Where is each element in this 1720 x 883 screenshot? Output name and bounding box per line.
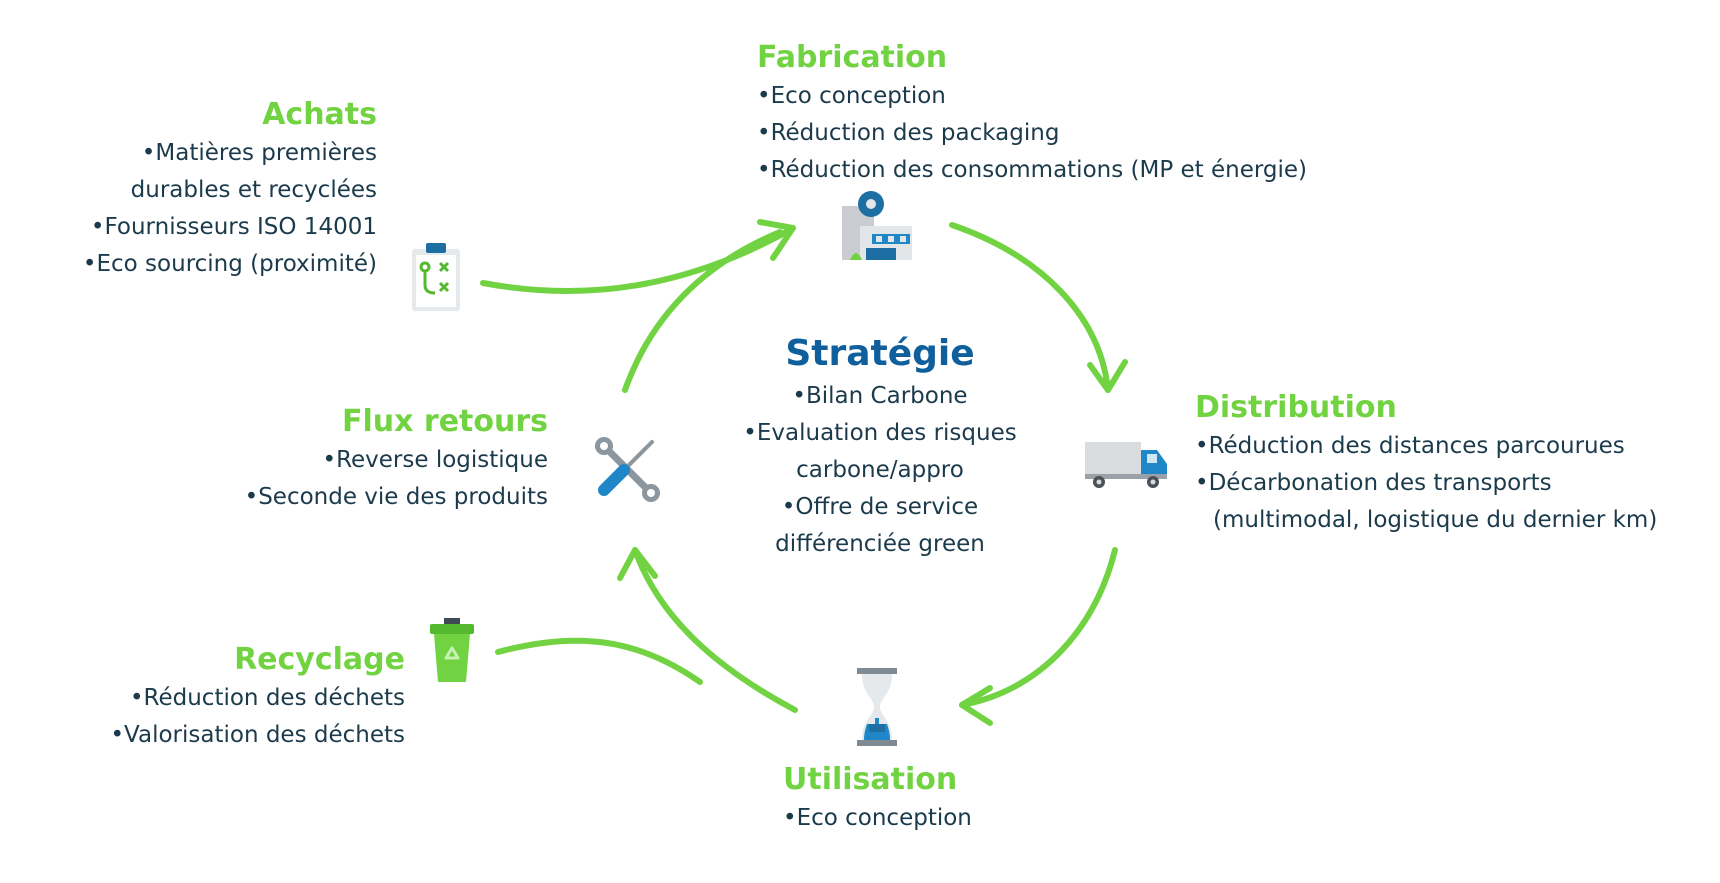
utilisation-block: Utilisation Eco conception [783,760,972,837]
flux-retours-list: Reverse logistique Seconde vie des produ… [245,442,548,516]
distribution-title: Distribution [1195,390,1397,425]
distribution-block: Distribution Réduction des distances par… [1195,388,1657,539]
achats-item: Fournisseurs ISO 14001 [83,209,378,246]
fabrication-block: Fabrication Eco conception Réduction des… [757,38,1307,189]
distribution-item: Réduction des distances parcourues [1195,428,1657,465]
truck-icon [1085,442,1167,488]
arrow-achats-to-fabrication [480,227,793,295]
achats-title: Achats [262,97,377,132]
achats-item: durables et recyclées [130,177,377,203]
distribution-item: (multimodal, logistique du dernier km) [1213,507,1658,533]
strategy-item: carbone/appro [796,457,964,483]
strategy-title: Stratégie [785,333,975,374]
tools-icon [595,437,660,502]
flux-retours-title: Flux retours [341,404,548,439]
arrowhead-utilisation [959,685,993,726]
flux-retours-item: Seconde vie des produits [245,479,548,516]
recycle-bin-icon [430,618,474,682]
clipboard-icon [412,243,460,311]
fabrication-item: Réduction des consommations (MP et énerg… [757,152,1307,189]
flux-retours-block: Flux retours Reverse logistique Seconde … [245,402,548,516]
fabrication-list: Eco conception Réduction des packaging R… [757,78,1307,189]
arrowhead-fabrication-1 [757,219,796,261]
distribution-list: Réduction des distances parcourues Décar… [1195,428,1658,539]
fabrication-title: Fabrication [757,40,948,75]
recyclage-list: Réduction des déchets Valorisation des d… [110,680,405,754]
recyclage-item: Valorisation des déchets [110,717,405,754]
recyclage-title: Recyclage [234,642,405,677]
arrow-fabrication-to-distribution [949,222,1111,393]
flux-retours-item: Reverse logistique [245,442,548,479]
arrow-utilisation-to-flux [632,547,798,713]
fabrication-item: Eco conception [757,78,1307,115]
strategy-item: Offre de service [700,489,1060,526]
strategy-item: Bilan Carbone [700,378,1060,415]
fabrication-item: Réduction des packaging [757,115,1307,152]
recyclage-item: Réduction des déchets [110,680,405,717]
distribution-item: Décarbonation des transports [1195,465,1657,502]
strategy-item: différenciée green [775,531,985,557]
utilisation-title: Utilisation [783,762,958,797]
arrow-flux-to-fabrication [622,229,783,393]
strategy-item: Evaluation des risques [700,415,1060,452]
strategy-list: Bilan Carbone Evaluation des risques car… [700,378,1060,563]
recyclage-block: Recyclage Réduction des déchets Valorisa… [110,640,405,754]
achats-block: Achats Matières premières durables et re… [83,95,378,283]
arrow-recyclage-to-flux [495,637,703,685]
factory-icon [842,191,912,260]
hourglass-icon [857,668,897,746]
utilisation-item: Eco conception [783,800,972,837]
achats-list: Matières premières durables et recyclées… [83,135,378,283]
achats-item: Eco sourcing (proximité) [83,246,378,283]
arrowhead-distribution [1087,359,1128,393]
strategy-block: Stratégie Bilan Carbone Evaluation des r… [700,330,1060,563]
utilisation-list: Eco conception [783,800,972,837]
achats-item: Matières premières [83,135,377,172]
arrowhead-flux [617,547,658,581]
arrow-distribution-to-utilisation [959,547,1118,708]
